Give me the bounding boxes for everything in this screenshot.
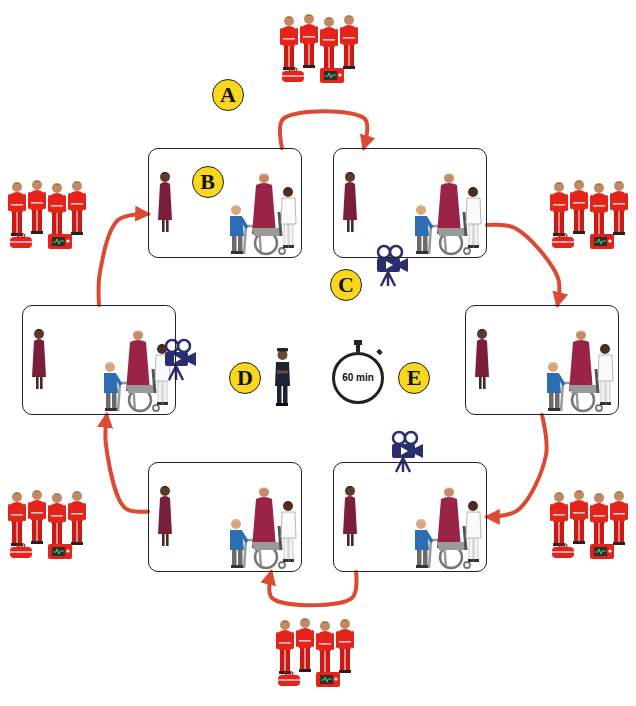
rotation-arrow [269,572,356,605]
camera-icon [392,432,423,472]
camera-icon [165,340,196,380]
scenario-room: B [148,148,302,258]
scenario-figures [158,172,296,254]
node-text: C [338,274,354,296]
node-text: B [200,171,215,193]
rotation-arrow [487,225,559,305]
scenario-room [465,305,619,415]
rotation-arrow [487,415,547,517]
step-letter: A [212,79,244,111]
step-letter: D [229,362,261,394]
paramedic-team [8,490,86,559]
scenario-figures [158,486,296,568]
step-letter: C [330,269,362,301]
scenario-figures [32,329,170,411]
scenario-room [333,148,487,258]
node-text: E [407,367,422,389]
paramedic-team [550,180,628,249]
step-letter: E [398,362,430,394]
scenario-figures [475,329,613,411]
paramedic-team [280,14,358,83]
paramedic-team [8,180,86,249]
rotation-arrow [280,111,367,148]
scenario-figures [343,172,481,254]
node-text: D [237,367,253,389]
paramedic-team [276,618,354,687]
camera-icon [377,246,408,286]
step-letter: B [192,166,224,198]
scenario-room [333,462,487,572]
scenario-figures [343,486,481,568]
police-officer [275,348,290,406]
scenario-room [148,462,302,572]
rotation-arrow [99,214,148,305]
paramedic-team [550,490,628,559]
rotation-arrow [105,415,148,512]
node-text: A [220,84,236,106]
scenario-room [22,305,176,415]
stopwatch: 60 min [332,352,384,404]
node-text: 60 min [342,373,374,383]
